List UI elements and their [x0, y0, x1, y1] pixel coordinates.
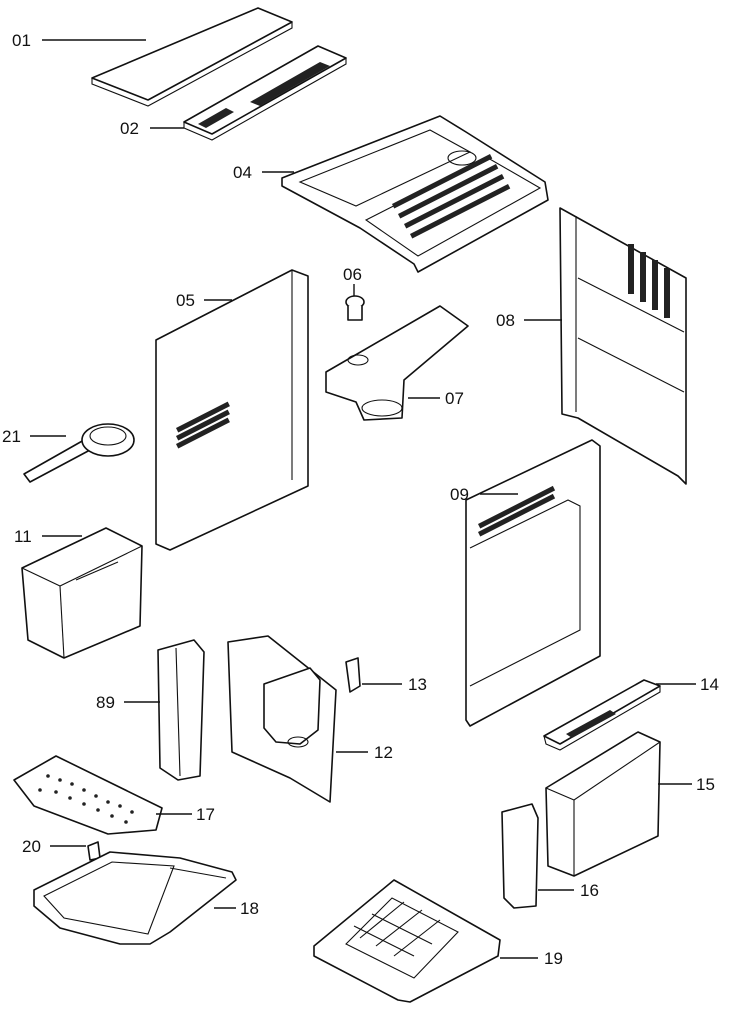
part-02-vent-strip[interactable]	[183, 45, 347, 141]
part-12-front-panel[interactable]	[227, 635, 337, 803]
label-21: 21	[2, 427, 21, 446]
label-89: 89	[96, 693, 115, 712]
part-05-left-side-panel[interactable]	[155, 269, 309, 551]
label-20: 20	[22, 837, 41, 856]
part-14-rail-cap[interactable]	[543, 679, 661, 751]
label-12: 12	[374, 743, 393, 762]
label-11: 11	[14, 527, 32, 546]
part-89-front-trim[interactable]	[157, 639, 205, 781]
label-09: 09	[450, 485, 469, 504]
part-07-funnel[interactable]	[325, 305, 469, 421]
part-01-lid[interactable]	[91, 7, 293, 107]
label-06: 06	[343, 265, 362, 284]
part-08-back-panel[interactable]	[559, 207, 687, 485]
part-17-drip-grid[interactable]	[13, 755, 163, 835]
label-07: 07	[445, 389, 464, 408]
part-21-measuring-scoop[interactable]	[23, 423, 135, 483]
label-01: 01	[12, 31, 31, 50]
label-19: 19	[544, 949, 563, 968]
label-15: 15	[696, 775, 715, 794]
label-13: 13	[408, 675, 427, 694]
part-06-knob[interactable]	[345, 295, 365, 321]
part-15-water-tank[interactable]	[545, 731, 661, 877]
label-16: 16	[580, 881, 599, 900]
label-18: 18	[240, 899, 259, 918]
part-19-base-frame[interactable]	[313, 879, 501, 1003]
part-13-clip[interactable]	[345, 657, 361, 693]
part-16-tank-cover[interactable]	[501, 803, 539, 909]
label-02: 02	[120, 119, 139, 138]
leader-lines	[30, 39, 696, 959]
part-11-grounds-container[interactable]	[21, 527, 143, 659]
part-labels: 01 02 04 05 06 07 08 09 11 12 13 14 15 1…	[2, 31, 719, 968]
label-04: 04	[233, 163, 252, 182]
label-14: 14	[700, 675, 719, 694]
label-05: 05	[176, 291, 195, 310]
label-17: 17	[196, 805, 215, 824]
part-09-right-side-panel[interactable]	[465, 439, 601, 727]
part-18-drip-tray[interactable]	[33, 851, 237, 945]
label-08: 08	[496, 311, 515, 330]
part-04-top-cover[interactable]	[281, 115, 549, 273]
